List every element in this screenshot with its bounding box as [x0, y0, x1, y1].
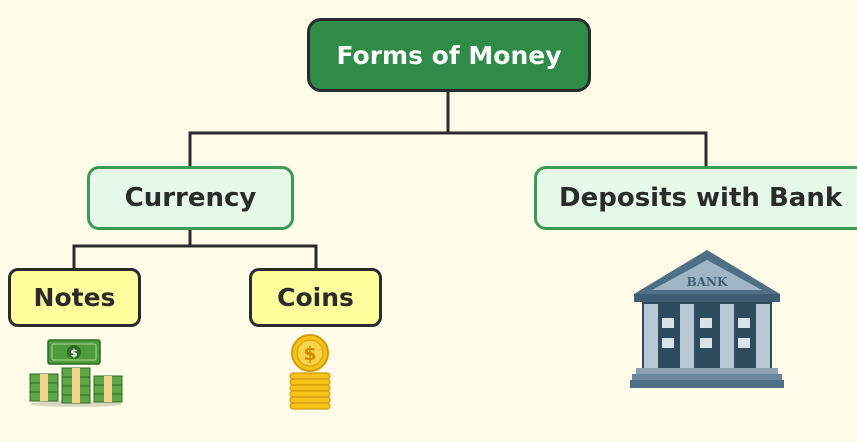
- node-coins: Coins: [249, 268, 382, 327]
- svg-text:$: $: [70, 347, 78, 360]
- root-node-label: Forms of Money: [336, 40, 562, 70]
- node-notes: Notes: [8, 268, 141, 327]
- node-deposits-with-bank: Deposits with Bank: [534, 166, 857, 230]
- notes-label: Notes: [33, 283, 116, 312]
- currency-to-children-connector: [72, 230, 318, 268]
- root-to-children-connector: [188, 92, 708, 166]
- root-node-forms-of-money: Forms of Money: [307, 18, 591, 92]
- money-stack-icon: $: [29, 339, 123, 407]
- currency-label: Currency: [124, 183, 257, 213]
- coin-stack-icon: $: [289, 334, 331, 410]
- node-currency: Currency: [87, 166, 294, 230]
- deposits-label: Deposits with Bank: [559, 183, 843, 213]
- coins-label: Coins: [277, 283, 354, 312]
- bank-building-icon: BANK: [630, 250, 784, 388]
- svg-text:BANK: BANK: [687, 275, 728, 289]
- svg-text:$: $: [303, 343, 316, 365]
